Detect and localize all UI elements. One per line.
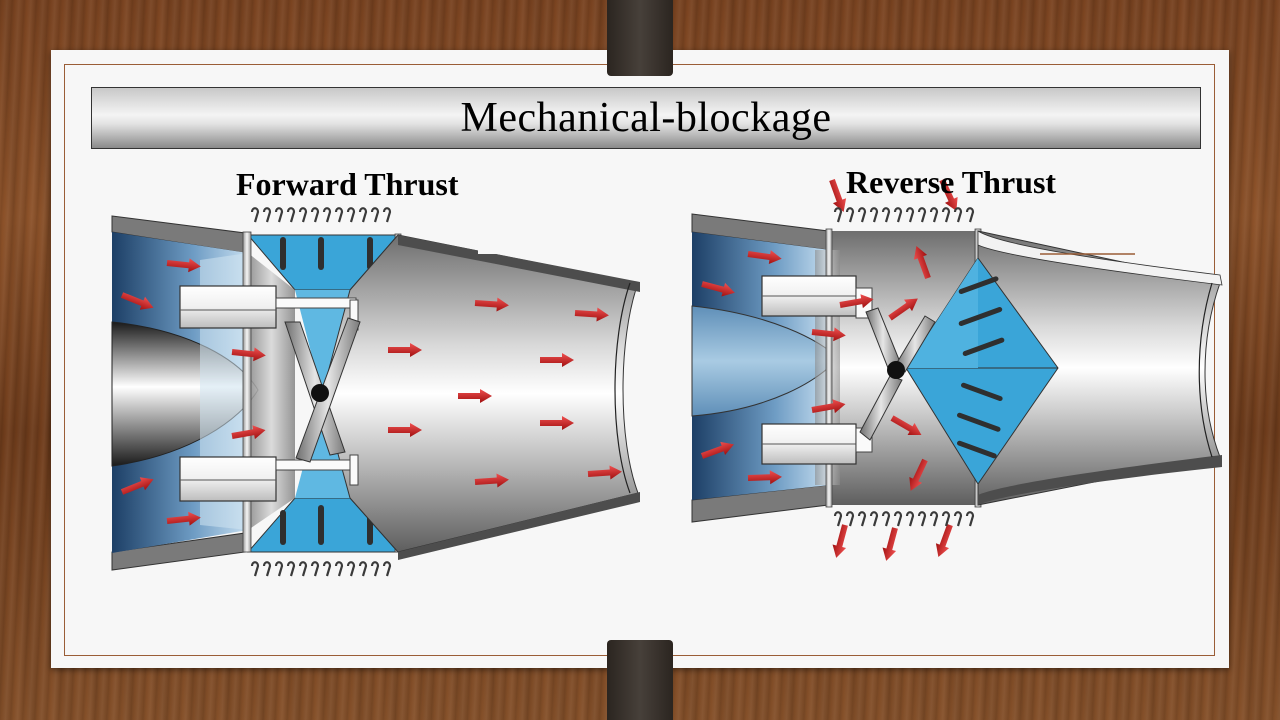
reverse-thrust-label: Reverse Thrust [846, 164, 1057, 200]
binder-clip-bottom [607, 640, 673, 720]
forward-thrust-diagram [111, 207, 658, 578]
reverse-thrust-diagram [691, 177, 1223, 563]
page-title: Mechanical-blockage [460, 95, 832, 141]
binder-clip-top [607, 0, 673, 76]
title-bar: Mechanical-blockage [91, 87, 1201, 149]
forward-thrust-label: Forward Thrust [236, 166, 459, 202]
